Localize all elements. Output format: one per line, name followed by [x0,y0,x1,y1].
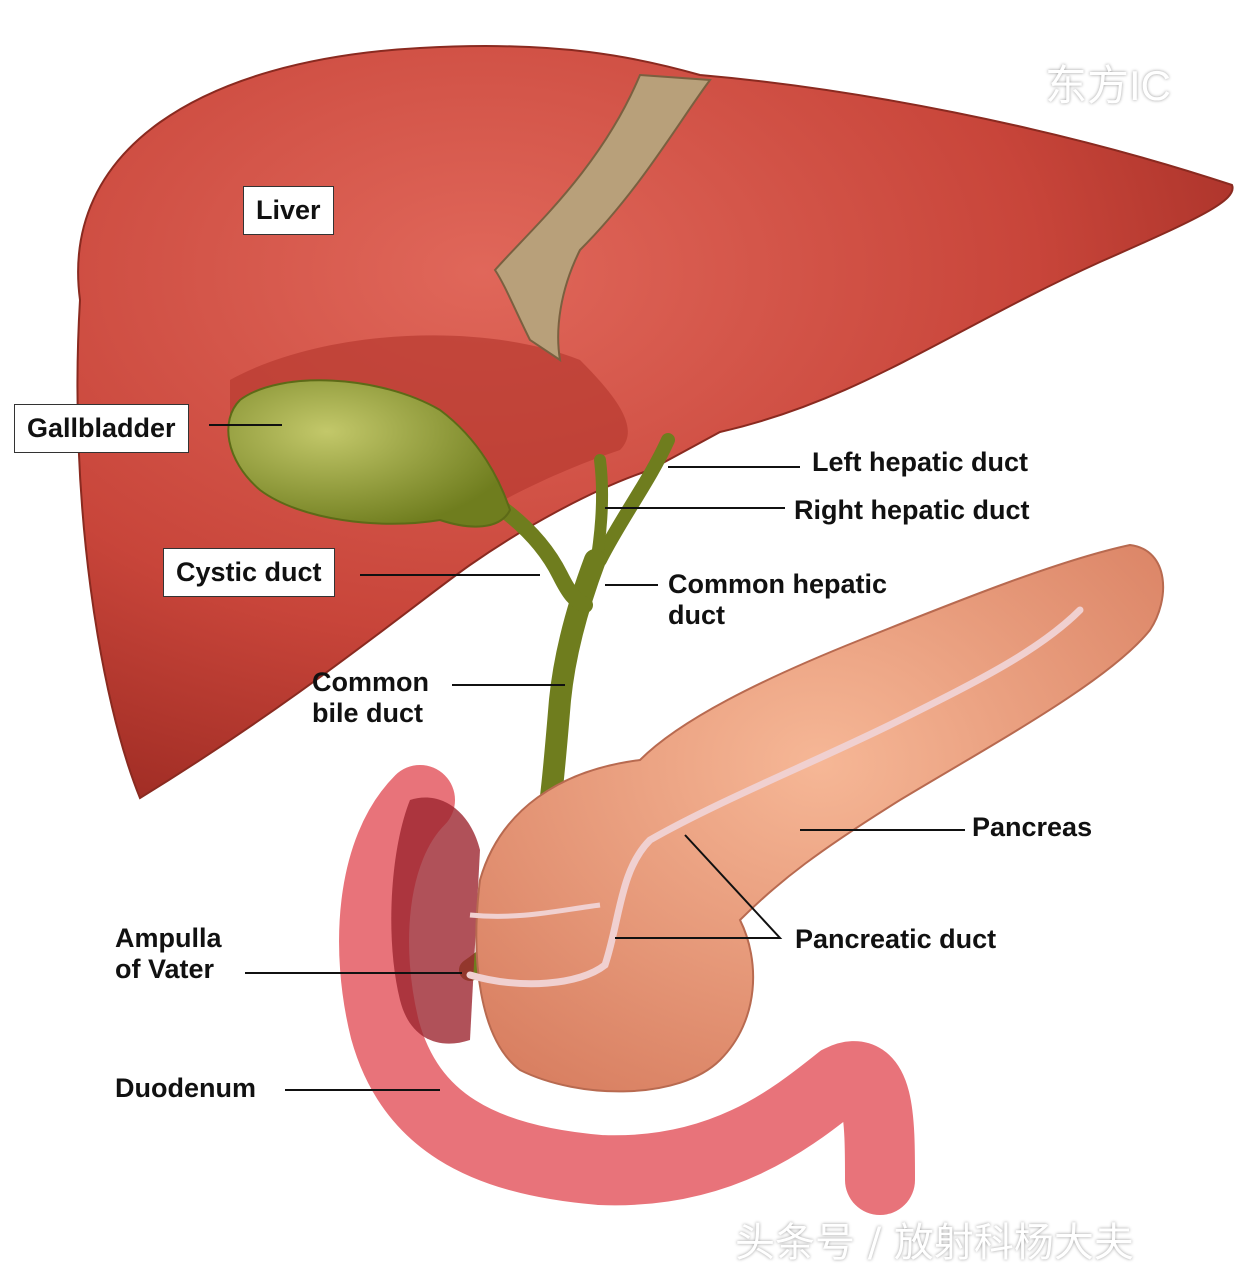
label-line: bile duct [312,698,424,728]
label-line: Ampulla [115,923,222,953]
gallbladder-shape [227,379,512,528]
label-right-hepatic-duct: Right hepatic duct [794,495,1030,525]
label-gallbladder: Gallbladder [14,404,189,453]
accessory-duct [469,902,601,919]
label-left-hepatic-duct: Left hepatic duct [812,447,1029,477]
watermark-logo: 东方IC [1045,62,1172,109]
label-line: of Vater [115,954,215,984]
falciform-ligament [493,73,712,363]
label-liver: Liver [243,186,334,235]
duodenum-lumen [391,797,480,1044]
pancreas-shape [475,543,1165,1093]
label-cystic-duct: Cystic duct [163,548,335,597]
pancreatic-duct-shape [466,606,1084,988]
watermark-credit: 头条号 / 放射科杨大夫 [735,1220,1134,1266]
label-line: Common hepatic [668,569,888,599]
duodenum-shape [339,765,915,1215]
liver-shape [76,45,1234,800]
label-line: duct [668,600,725,630]
label-common-bile-duct: Common bile duct [312,667,429,729]
label-pancreatic-duct: Pancreatic duct [795,924,997,954]
label-duodenum: Duodenum [115,1073,256,1103]
label-pancreas: Pancreas [972,812,1093,842]
label-common-hepatic-duct: Common hepatic duct [668,569,887,631]
label-line: Common [312,667,429,697]
label-ampulla-of-vater: Ampulla of Vater [115,923,222,985]
leader-lines [209,424,965,1091]
